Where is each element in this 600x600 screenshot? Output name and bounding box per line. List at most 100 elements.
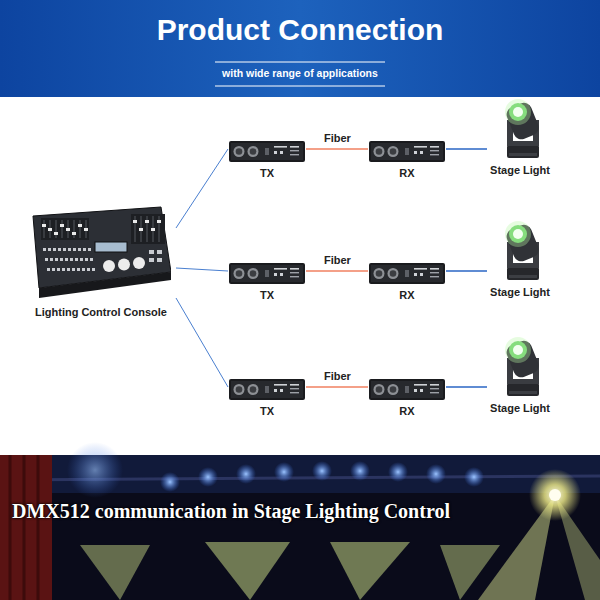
drawing-part bbox=[414, 273, 417, 276]
drawing-part bbox=[250, 148, 257, 155]
drawing-part bbox=[131, 214, 165, 244]
drawing-part bbox=[505, 99, 531, 125]
drawing-part bbox=[513, 107, 523, 117]
node-label: Stage Light bbox=[490, 164, 550, 176]
drawing-part bbox=[507, 383, 539, 396]
edge-label: Fiber bbox=[322, 254, 353, 266]
drawing-part bbox=[505, 221, 531, 247]
drawing-part bbox=[280, 151, 283, 154]
label-wrap: RX bbox=[368, 163, 446, 181]
drawing-part bbox=[63, 248, 66, 251]
stage-light-node: Stage Light bbox=[487, 220, 553, 300]
drawing-part bbox=[376, 148, 383, 155]
drawing-part bbox=[376, 386, 383, 393]
drawing-part bbox=[290, 268, 299, 270]
node-label: Stage Light bbox=[490, 286, 550, 298]
drawing-part bbox=[274, 146, 287, 148]
drawing-part bbox=[151, 228, 155, 231]
fiber-line bbox=[306, 148, 368, 149]
signal-line bbox=[446, 270, 487, 271]
drawing-part bbox=[265, 386, 269, 393]
drawing-part bbox=[236, 270, 243, 277]
drawing-part bbox=[47, 268, 50, 271]
drawing-part bbox=[234, 384, 245, 395]
drawing-part bbox=[371, 265, 443, 282]
label-wrap: Lighting Control Console bbox=[26, 302, 176, 320]
drawing-part bbox=[70, 258, 73, 261]
drawing-part bbox=[231, 143, 303, 160]
drawing-part bbox=[72, 268, 75, 271]
drawing-part bbox=[39, 272, 171, 298]
label-wrap: RX bbox=[368, 401, 446, 419]
drawing-part bbox=[83, 248, 86, 251]
drawing-part bbox=[80, 220, 81, 238]
drawing-part bbox=[234, 146, 245, 157]
drawing-part bbox=[62, 220, 63, 238]
drawing-part bbox=[330, 542, 410, 600]
drawing-part bbox=[23, 455, 26, 600]
drawing-part bbox=[274, 151, 277, 154]
drawing-part bbox=[507, 145, 539, 158]
drawing-part bbox=[274, 384, 287, 386]
drawing-part bbox=[77, 268, 80, 271]
drawing-part bbox=[78, 224, 82, 227]
fiber-line bbox=[306, 386, 368, 387]
label-wrap: TX bbox=[228, 285, 306, 303]
converter-node: RX bbox=[368, 261, 446, 303]
drawing-part bbox=[88, 248, 91, 251]
dmx-line bbox=[176, 298, 228, 387]
stage-light-node: Stage Light bbox=[487, 98, 553, 178]
converter-illustration bbox=[228, 377, 306, 401]
label-wrap: Stage Light bbox=[487, 160, 553, 178]
drawing-part bbox=[103, 260, 115, 272]
drawing-part bbox=[229, 379, 305, 400]
drawing-part bbox=[229, 141, 305, 162]
drawing-part bbox=[369, 263, 445, 284]
drawing-part bbox=[43, 248, 46, 251]
edge-label: Fiber bbox=[322, 132, 353, 144]
drawing-part bbox=[231, 265, 303, 282]
drawing-part bbox=[509, 153, 537, 156]
drawing-part bbox=[290, 384, 299, 386]
drawing-part bbox=[414, 146, 427, 148]
drawing-part bbox=[390, 148, 397, 155]
drawing-part bbox=[430, 276, 439, 277]
drawing-part bbox=[405, 148, 409, 155]
drawing-part bbox=[236, 148, 243, 155]
edge-label: Fiber bbox=[322, 370, 353, 382]
drawing-part bbox=[80, 258, 83, 261]
drawing-part bbox=[426, 464, 446, 484]
drawing-part bbox=[290, 146, 299, 148]
drawing-part bbox=[464, 467, 484, 487]
drawing-part bbox=[414, 268, 427, 270]
drawing-part bbox=[430, 150, 439, 151]
drawing-part bbox=[53, 248, 56, 251]
node-label: TX bbox=[260, 289, 274, 301]
drawing-part bbox=[420, 151, 423, 154]
drawing-part bbox=[118, 259, 130, 271]
drawing-part bbox=[405, 386, 409, 393]
drawing-part bbox=[509, 103, 527, 121]
drawing-part bbox=[376, 270, 383, 277]
drawing-part bbox=[139, 228, 143, 231]
drawing-part bbox=[72, 232, 76, 235]
drawing-part bbox=[9, 455, 12, 600]
subtitle-text: with wide range of applications bbox=[0, 67, 600, 79]
converter-node: TX bbox=[228, 139, 306, 181]
drawing-part bbox=[248, 146, 259, 157]
drawing-part bbox=[95, 242, 127, 252]
node-label: RX bbox=[399, 167, 414, 179]
drawing-part bbox=[149, 258, 154, 262]
drawing-part bbox=[62, 268, 65, 271]
drawing-part bbox=[265, 270, 269, 277]
converter-node: TX bbox=[228, 261, 306, 303]
drawing-part bbox=[430, 272, 439, 273]
drawing-part bbox=[84, 228, 88, 231]
label-wrap: TX bbox=[228, 163, 306, 181]
drawing-part bbox=[67, 268, 70, 271]
drawing-part bbox=[388, 146, 399, 157]
drawing-part bbox=[388, 268, 399, 279]
drawing-part bbox=[390, 386, 397, 393]
drawing-part bbox=[48, 248, 51, 251]
